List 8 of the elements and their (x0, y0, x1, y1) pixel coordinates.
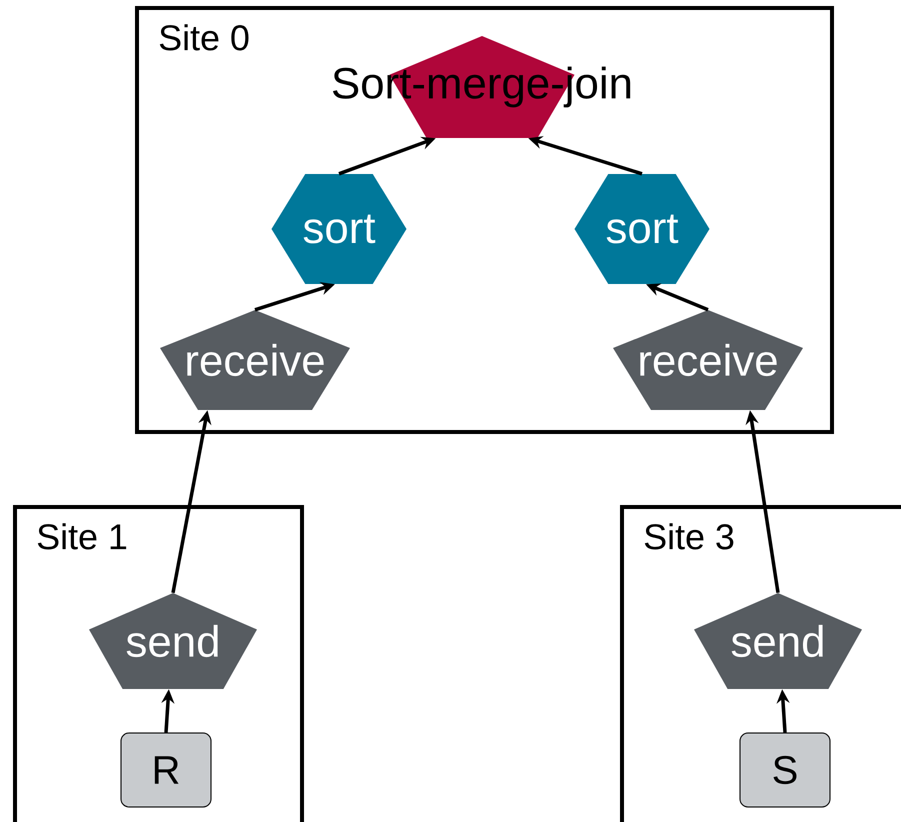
pentagon-node: receive (613, 310, 803, 410)
relation-box: R (120, 732, 212, 808)
pentagon-node: send (89, 593, 257, 689)
pentagon-node: receive (160, 310, 350, 410)
relation-box: S (740, 732, 830, 808)
hexagon-node: sort (272, 174, 406, 284)
pentagon-node: send (694, 593, 862, 689)
hexagon-node: sort (574, 174, 710, 284)
